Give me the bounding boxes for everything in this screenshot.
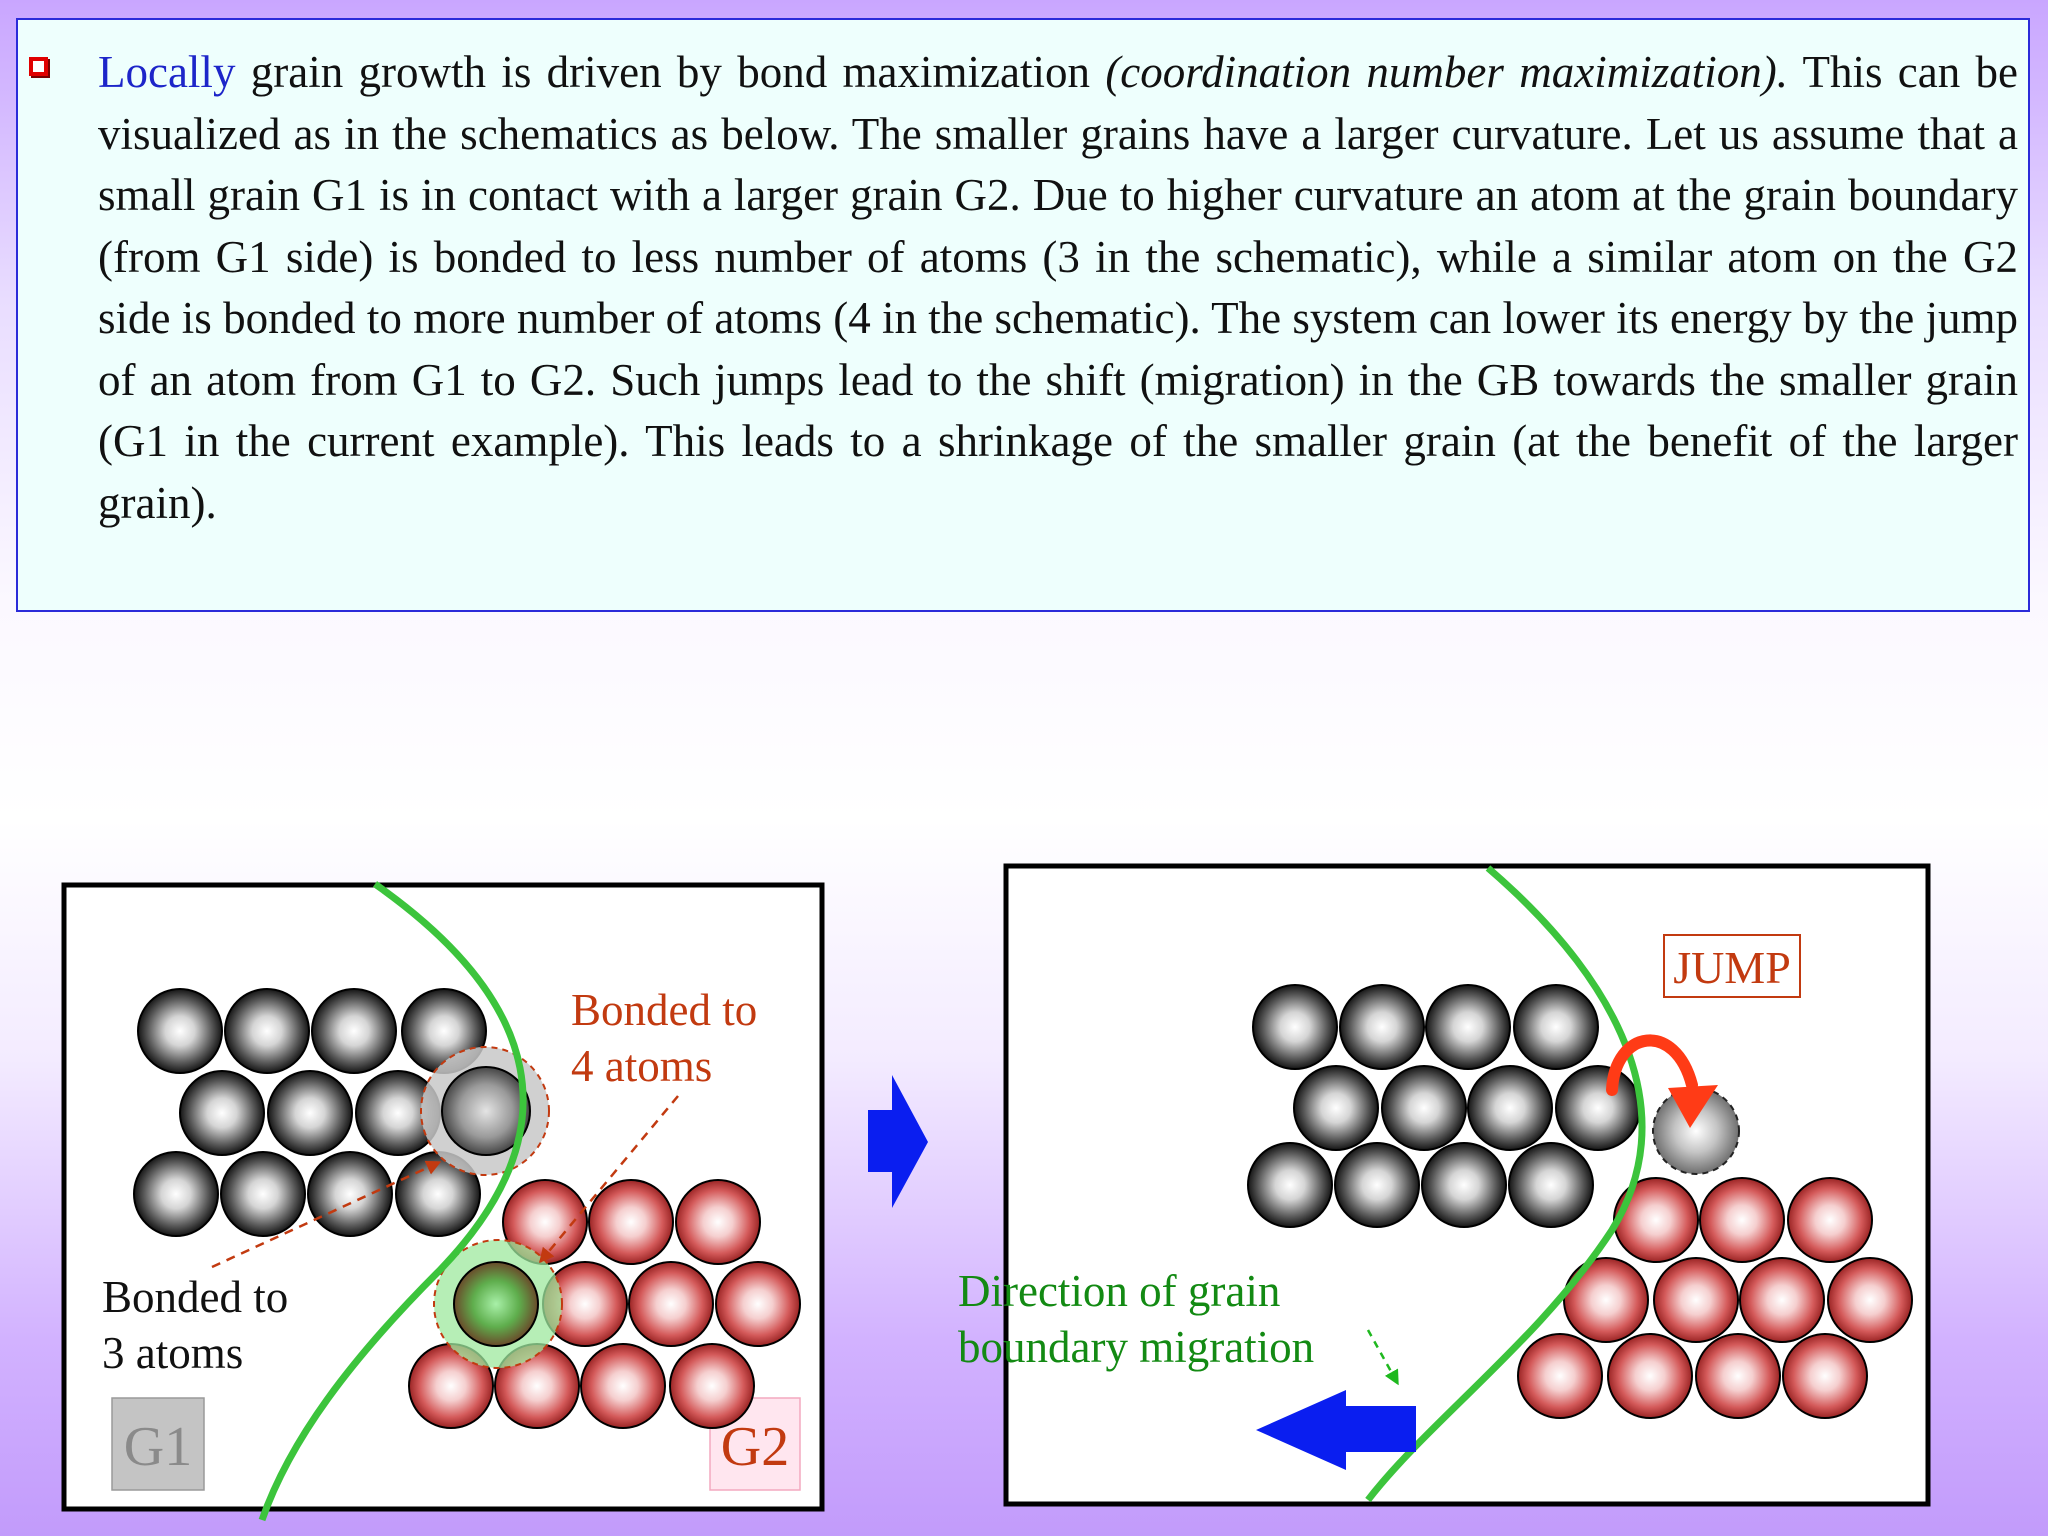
bond3-pointer-arrow <box>211 1160 442 1269</box>
paragraph-italic: (coordination number maximization). <box>1105 47 1788 97</box>
bonded-to-3-line2: 3 atoms <box>102 1328 243 1378</box>
paragraph-intro: grain growth is driven by bond maximizat… <box>235 47 1106 97</box>
migration-direction-arrow-icon <box>1256 1390 1416 1470</box>
jump-arrow-icon <box>1606 1034 1698 1096</box>
explanation-paragraph: Locally grain growth is driven by bond m… <box>98 42 2018 534</box>
grain1-label: G1 <box>124 1416 192 1478</box>
bonded-to-4-line1: Bonded to <box>571 985 757 1035</box>
grain-boundary-curve-left <box>258 881 527 1522</box>
jump-label: JUMP <box>1673 942 1791 993</box>
direction-label-line2: boundary migration <box>958 1322 1314 1372</box>
direction-label-line1: Direction of grain <box>958 1266 1280 1316</box>
paragraph-body: This can be visualized as in the schemat… <box>98 47 2018 528</box>
dark-atoms-right <box>1247 984 1641 1228</box>
dark-atoms-left <box>133 988 487 1237</box>
jump-label-box <box>1663 934 1801 998</box>
grain2-label: G2 <box>721 1416 789 1478</box>
grain-boundary-curve-right <box>1365 865 1646 1503</box>
grain1-label-box <box>111 1397 205 1491</box>
red-atoms-left <box>408 1179 801 1429</box>
gray-highlight-atom <box>441 1066 531 1156</box>
next-step-arrow-icon <box>868 1075 928 1208</box>
highlight-word: Locally <box>98 47 236 97</box>
text-box <box>16 18 2030 612</box>
direction-pointer-arrow <box>1366 1329 1400 1386</box>
bonded-to-4-line2: 4 atoms <box>571 1041 712 1091</box>
bullet-square-icon <box>29 57 48 76</box>
green-highlight-atom <box>453 1261 539 1347</box>
jump-arrow-head-icon <box>1668 1085 1718 1128</box>
bond4-pointer-arrow <box>539 1095 679 1264</box>
bonded-to-3-line1: Bonded to <box>102 1272 288 1322</box>
